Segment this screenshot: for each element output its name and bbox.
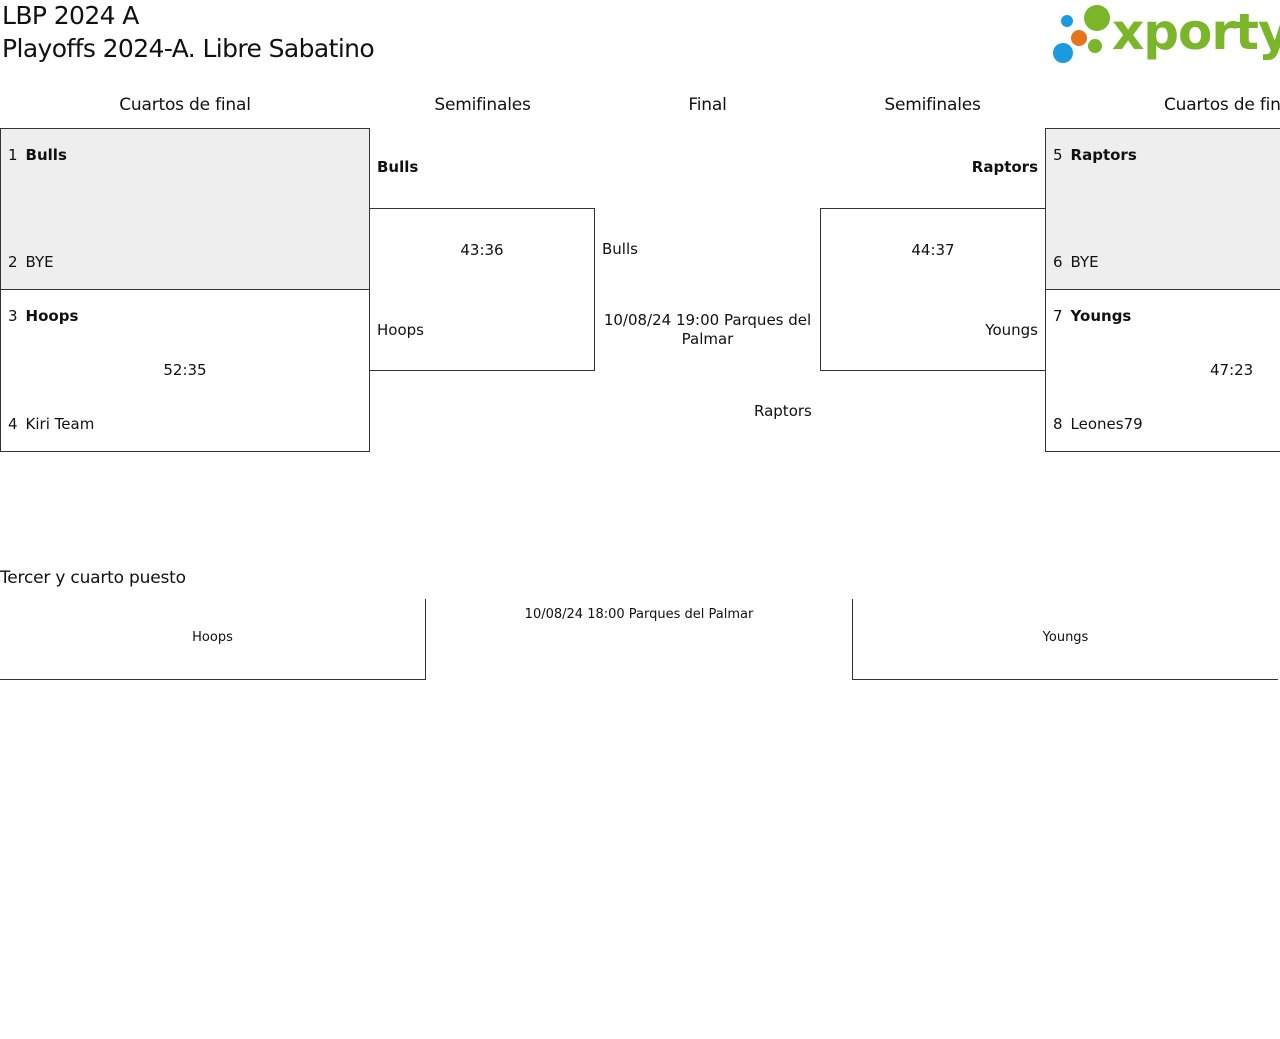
third-place-heading: Tercer y cuarto puesto <box>0 568 186 588</box>
team-name: Raptors <box>1070 146 1137 164</box>
right-sf-team-1: Raptors <box>971 158 1038 176</box>
round-header-right-qf: Cuartos de final <box>1164 95 1280 115</box>
final-team-1: Bulls <box>602 240 638 258</box>
final-match-info: 10/08/24 19:00 Parques del Palmar <box>603 311 812 348</box>
round-header-left-qf: Cuartos de final <box>119 95 251 115</box>
final-team-2: Raptors <box>754 402 812 420</box>
team-name: Bulls <box>25 146 67 164</box>
match-score: 47:23 <box>1210 361 1254 379</box>
left-sf-team-1: Bulls <box>377 158 419 176</box>
seed-number: 6 <box>1053 253 1063 271</box>
match-score: 52:35 <box>163 361 207 379</box>
seed-number: 5 <box>1053 146 1063 164</box>
left-qf-match-2[interactable]: 3 Hoops 52:35 4 Kiri Team <box>0 289 370 452</box>
seed-number: 1 <box>8 146 18 164</box>
seed-number: 8 <box>1053 415 1063 433</box>
third-place-team-2: Youngs <box>1042 630 1089 645</box>
right-sf-team-2: Youngs <box>985 321 1038 339</box>
team-name: BYE <box>25 253 54 271</box>
right-sf-match[interactable]: 44:37 Youngs <box>820 208 1046 371</box>
seed-number: 3 <box>8 307 18 325</box>
seed-number: 2 <box>8 253 18 271</box>
seed-number: 7 <box>1053 307 1063 325</box>
right-qf-match-1[interactable]: 5 Raptors 6 BYE <box>1045 128 1280 290</box>
left-qf-match-1[interactable]: 1 Bulls 2 BYE <box>0 128 370 290</box>
left-sf-team-2: Hoops <box>377 321 424 339</box>
team-name: Leones79 <box>1070 415 1143 433</box>
team-name: BYE <box>1070 253 1099 271</box>
logo-wordmark: xporty <box>1112 3 1280 61</box>
seed-number: 4 <box>8 415 18 433</box>
round-header-right-sf: Semifinales <box>884 95 981 115</box>
left-sf-match[interactable]: 43:36 Hoops <box>369 208 595 371</box>
team-name: Youngs <box>1070 307 1132 325</box>
match-score: 43:36 <box>460 241 504 259</box>
logo-dots-icon <box>1053 5 1110 63</box>
page-title: LBP 2024 A <box>2 1 139 30</box>
round-header-left-sf: Semifinales <box>434 95 531 115</box>
round-header-final: Final <box>688 95 727 115</box>
third-place-team-1-box[interactable]: Hoops <box>0 599 426 680</box>
team-name: Kiri Team <box>25 415 95 433</box>
match-score: 44:37 <box>911 241 955 259</box>
xporty-logo: xporty <box>1052 3 1280 66</box>
third-place-team-2-box[interactable]: Youngs <box>852 599 1278 680</box>
team-name: Hoops <box>25 307 79 325</box>
page-subtitle: Playoffs 2024-A. Libre Sabatino <box>2 34 375 63</box>
third-place-team-1: Hoops <box>192 630 233 645</box>
third-place-match-info: 10/08/24 18:00 Parques del Palmar <box>524 607 754 622</box>
right-qf-match-2[interactable]: 7 Youngs 47:23 8 Leones79 <box>1045 289 1280 452</box>
